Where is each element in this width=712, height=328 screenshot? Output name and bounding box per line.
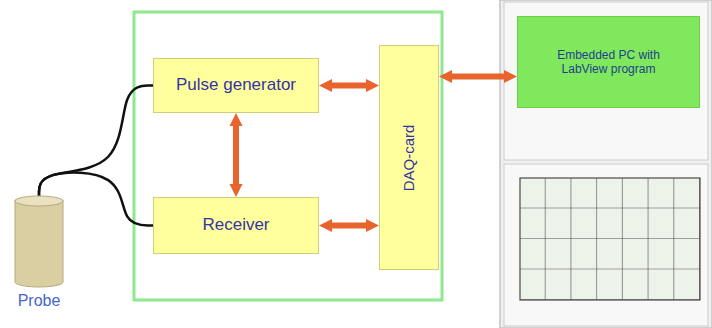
probe-label: Probe (18, 291, 61, 310)
monitor-panel (504, 2, 708, 160)
probe: Probe (14, 195, 64, 313)
screen-box: Embedded PC with LabView program (517, 16, 700, 108)
box-label: DAQ-card (400, 124, 418, 191)
monitor-housing (500, 0, 712, 328)
data-arrow (233, 126, 239, 184)
process-box: Receiver (153, 197, 319, 254)
box-label: Pulse generator (176, 75, 296, 95)
enclosure-frame (134, 12, 442, 300)
process-box: Pulse generator (153, 58, 319, 113)
data-arrow (332, 223, 366, 229)
box-label: Embedded PC with LabView program (546, 48, 671, 77)
data-arrow (452, 74, 504, 80)
display-grid (520, 178, 700, 300)
process-box: DAQ-card (379, 45, 439, 270)
monitor-panel (504, 164, 708, 326)
box-label: Receiver (202, 215, 269, 235)
probe-body (15, 200, 63, 287)
display-grid-lines (520, 178, 700, 300)
data-arrow (332, 83, 366, 89)
probe-top (15, 196, 63, 206)
probe-cable (39, 86, 153, 197)
probe-cylinder (14, 195, 64, 289)
